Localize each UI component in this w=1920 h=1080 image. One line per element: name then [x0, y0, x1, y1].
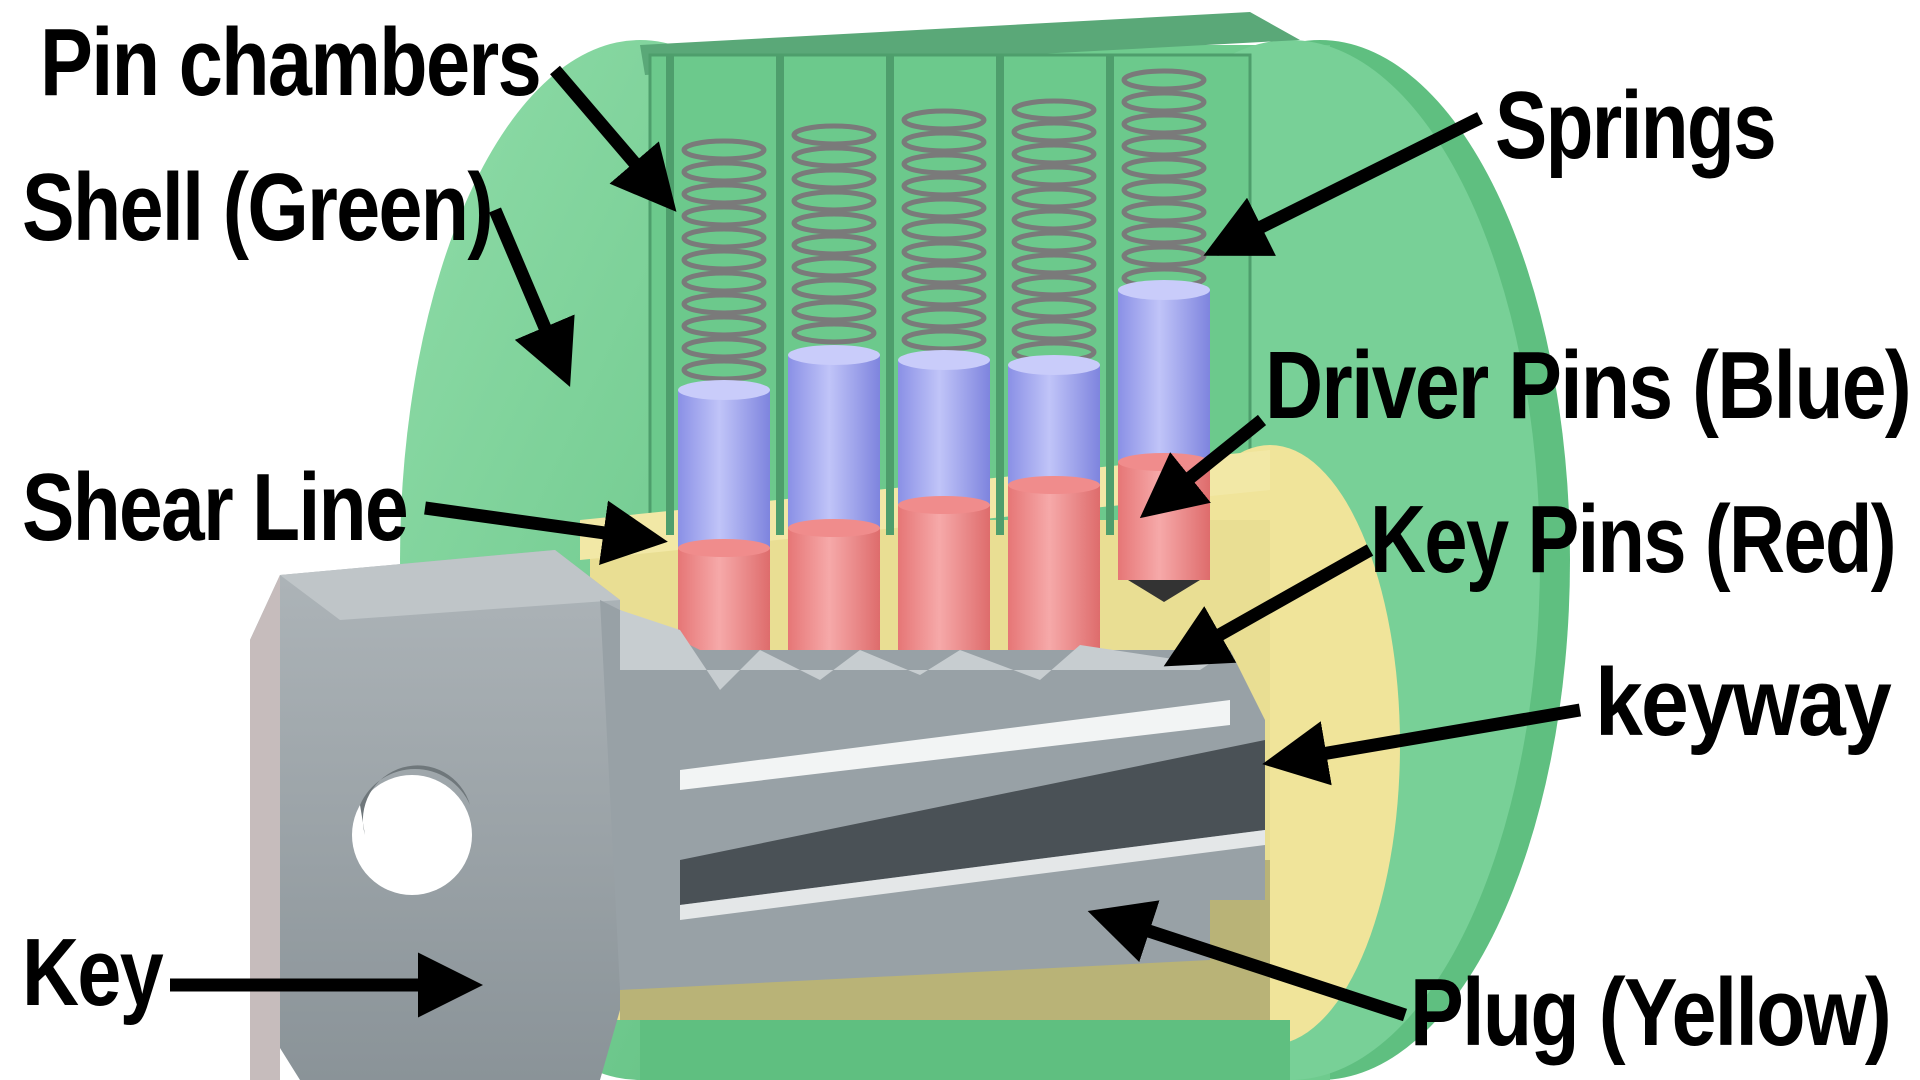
driver-pin-top — [898, 350, 990, 370]
arrow-shell — [489, 207, 575, 387]
key-bow-side — [250, 575, 280, 1080]
label-driver-pins: Driver Pins (Blue) — [1265, 332, 1910, 439]
key-bow-top — [280, 550, 620, 620]
label-shell: Shell (Green) — [22, 154, 492, 261]
driver-pin — [1118, 290, 1210, 462]
driver-pin — [788, 355, 880, 528]
key — [250, 550, 1265, 1080]
arrow-plug — [1087, 900, 1408, 1022]
key-groove-dark — [680, 740, 1265, 905]
chamber-divider — [1106, 55, 1114, 535]
key-pin-top — [678, 539, 770, 557]
driver-pin-top — [1118, 280, 1210, 300]
driver-pin-top — [678, 380, 770, 400]
label-shear-line: Shear Line — [22, 454, 407, 561]
chamber-divider — [666, 55, 674, 535]
shell-bottom-strip — [640, 1020, 1290, 1080]
label-keyway: keyway — [1595, 649, 1891, 756]
labels: Pin chambers Shell (Green) Springs Drive… — [22, 9, 1912, 1066]
arrow-pin-chambers — [550, 65, 677, 212]
key-pin — [788, 528, 880, 650]
key-pin-top — [1008, 476, 1100, 494]
driver-pin — [678, 390, 770, 548]
arrow-keyway — [1262, 703, 1582, 786]
driver-pin — [898, 360, 990, 505]
key-pin — [1008, 485, 1100, 650]
arrow-shear-line — [424, 500, 668, 566]
label-key: Key — [22, 919, 163, 1026]
driver-pin-top — [1008, 355, 1100, 375]
spring — [681, 138, 767, 382]
driver-pin — [1008, 365, 1100, 485]
key-groove-light-lower — [680, 830, 1265, 920]
chamber-divider — [776, 55, 784, 535]
chamber-divider — [886, 55, 894, 535]
chamber-divider — [996, 55, 1004, 535]
key-pin-top — [788, 519, 880, 537]
key-pin — [898, 505, 990, 650]
spring — [791, 123, 877, 345]
arrow-driver-pins — [1139, 414, 1267, 519]
key-hole — [352, 775, 472, 895]
arrows — [170, 65, 1582, 1022]
key-pin-tip — [1128, 580, 1200, 602]
key-groove-light — [680, 700, 1230, 790]
driver-pin-top — [788, 345, 880, 365]
label-key-pins: Key Pins (Red) — [1370, 486, 1895, 593]
arrow-key-pins — [1163, 544, 1374, 667]
arrow-springs — [1203, 112, 1483, 256]
spring — [901, 108, 987, 352]
key-pin-top — [898, 496, 990, 514]
label-plug: Plug (Yellow) — [1410, 959, 1890, 1066]
label-pin-chambers: Pin chambers — [40, 9, 540, 116]
key-blade-top — [620, 610, 1230, 690]
label-springs: Springs — [1495, 72, 1775, 179]
